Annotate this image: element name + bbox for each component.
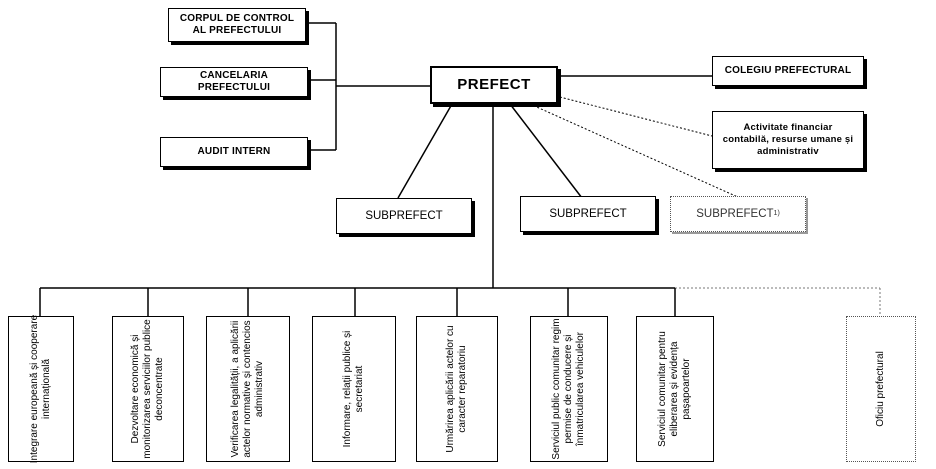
prefectural-college-label: COLEGIU PREFECTURAL: [724, 64, 852, 76]
chancellery-box: CANCELARIA PREFECTULUI: [160, 67, 308, 97]
control-body-label: CORPUL DE CONTROL AL PREFECTULUI: [179, 12, 295, 37]
connector-line: [555, 95, 713, 137]
chancellery-label: CANCELARIA PREFECTULUI: [197, 69, 271, 94]
internal-audit-box: AUDIT INTERN: [160, 137, 308, 167]
department-label-5: Urmărirea aplicării actelor cu caracter …: [445, 325, 468, 453]
department-box-7: Serviciul comunitar pentru eliberarea și…: [636, 316, 714, 462]
department-box-8: Oficiu prefectural: [846, 316, 916, 462]
prefect-label: PREFECT: [457, 75, 531, 93]
department-box-6: Serviciul public comunitar regim permise…: [530, 316, 608, 462]
department-box-1: Integrare europeană și cooperare interna…: [8, 314, 74, 464]
subprefect-box-1: SUBPREFECT: [336, 198, 472, 234]
subprefect-label-3: SUBPREFECT: [696, 207, 774, 220]
department-box-5: Urmărirea aplicării actelor cu caracter …: [416, 316, 498, 462]
department-label-4: Informare, relații publice și secretaria…: [342, 330, 365, 448]
subprefect-box-2: SUBPREFECT: [520, 196, 656, 232]
subprefect-footnote-mark: 1): [773, 209, 780, 217]
financial-admin-label: Activitate financiar contabilă, resurse …: [722, 122, 854, 157]
internal-audit-label: AUDIT INTERN: [197, 145, 271, 157]
prefect-box: PREFECT: [430, 66, 558, 104]
connector-line: [397, 103, 453, 199]
department-label-3: Verificarea legalității, a aplicării act…: [230, 320, 265, 458]
prefectural-college-box: COLEGIU PREFECTURAL: [712, 56, 864, 86]
department-box-4: Informare, relații publice și secretaria…: [312, 316, 396, 462]
subprefect-label-2: SUBPREFECT: [549, 207, 627, 220]
connector-line: [529, 103, 741, 199]
financial-admin-box: Activitate financiar contabilă, resurse …: [712, 111, 864, 169]
connector-line: [509, 103, 583, 199]
department-label-8: Oficiu prefectural: [875, 351, 886, 427]
control-body-box: CORPUL DE CONTROL AL PREFECTULUI: [168, 8, 306, 42]
subprefect-label-1: SUBPREFECT: [365, 209, 443, 222]
department-label-2: Dezvoltare economică și monitorizarea se…: [130, 319, 165, 459]
department-box-2: Dezvoltare economică și monitorizarea se…: [112, 316, 184, 462]
department-label-7: Serviciul comunitar pentru eliberarea și…: [657, 331, 692, 447]
department-label-6: Serviciul public comunitar regim permise…: [551, 318, 586, 460]
department-label-1: Integrare europeană și cooperare interna…: [29, 314, 52, 464]
department-box-3: Verificarea legalității, a aplicării act…: [206, 316, 290, 462]
